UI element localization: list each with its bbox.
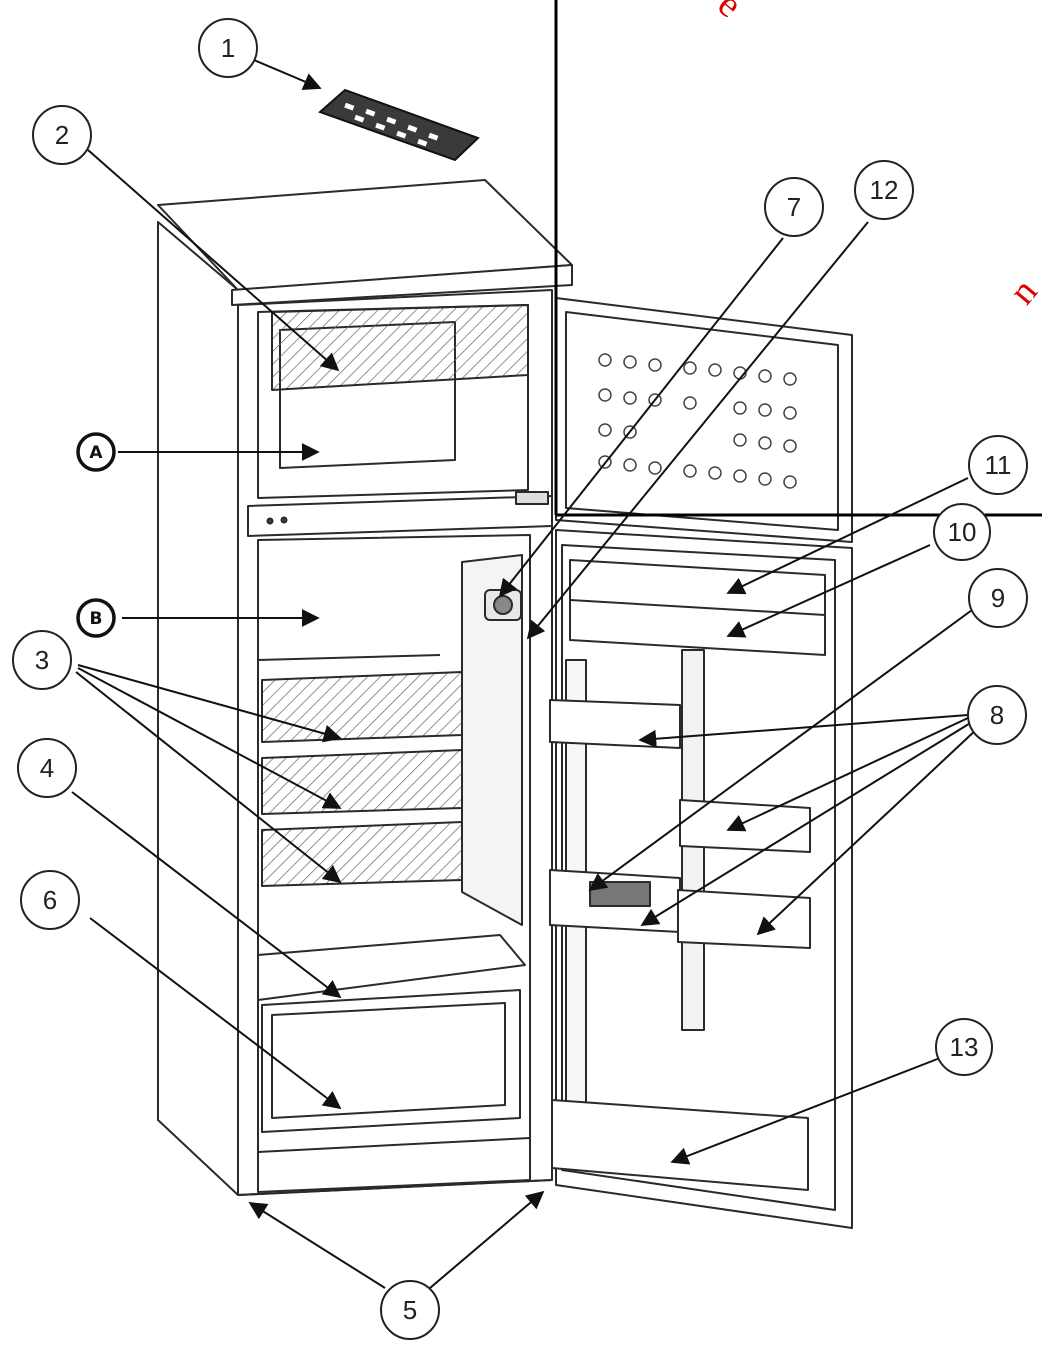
callout-circle bbox=[935, 1018, 993, 1076]
callout-circle bbox=[32, 105, 92, 165]
back-wall-line bbox=[257, 654, 441, 661]
door-shelf bbox=[677, 889, 811, 949]
leader-8c bbox=[640, 721, 973, 926]
leader-3c bbox=[75, 671, 342, 884]
fridge-body bbox=[157, 179, 573, 1196]
section-marker-B: B bbox=[76, 598, 116, 638]
leader-6 bbox=[89, 917, 342, 1110]
leader-8b bbox=[726, 717, 969, 832]
section-label: B bbox=[90, 609, 103, 629]
callout-6: 6 bbox=[20, 870, 80, 930]
callout-label: 6 bbox=[43, 885, 57, 915]
callout-label: 9 bbox=[991, 583, 1005, 613]
callout-1: 1 bbox=[198, 18, 258, 78]
watermark-fragment-top: e bbox=[710, 0, 750, 26]
callout-11: 11 bbox=[968, 435, 1028, 495]
callout-circle bbox=[968, 435, 1028, 495]
leader-4 bbox=[71, 791, 342, 999]
leader-10 bbox=[726, 544, 931, 638]
callout-label: 12 bbox=[870, 175, 899, 205]
leader-11 bbox=[726, 477, 969, 595]
callout-label: 11 bbox=[985, 450, 1012, 480]
control-knob bbox=[280, 516, 288, 524]
callout-circle bbox=[933, 503, 991, 561]
section-markers: AB bbox=[76, 432, 116, 638]
callout-circle bbox=[967, 685, 1027, 745]
leader-1 bbox=[253, 59, 322, 90]
callout-3: 3 bbox=[12, 630, 72, 690]
callout-circle bbox=[20, 870, 80, 930]
callout-4: 4 bbox=[17, 738, 77, 798]
freezer-door bbox=[555, 297, 853, 543]
callout-2: 2 bbox=[32, 105, 92, 165]
glass-shelf bbox=[261, 821, 463, 887]
callout-7: 7 bbox=[764, 177, 824, 237]
fridge-base-line bbox=[237, 1179, 553, 1196]
callout-13: 13 bbox=[935, 1018, 993, 1076]
door-hinge bbox=[515, 491, 549, 505]
callout-label: 2 bbox=[55, 120, 69, 150]
callout-circle bbox=[17, 738, 77, 798]
leader-3b bbox=[77, 667, 342, 809]
leader-2 bbox=[87, 149, 340, 372]
glass-shelf bbox=[261, 671, 463, 743]
callout-circle bbox=[12, 630, 72, 690]
callout-label: 8 bbox=[990, 700, 1004, 730]
freezer-shelf bbox=[271, 304, 529, 391]
callout-circle bbox=[968, 568, 1028, 628]
leader-7 bbox=[498, 237, 784, 598]
leader-lines bbox=[71, 59, 979, 1289]
leader-13 bbox=[670, 1057, 941, 1165]
leader-8d bbox=[756, 727, 979, 936]
freezer-door-dimples bbox=[598, 353, 797, 489]
thermostat-knob bbox=[484, 589, 522, 621]
callout-12: 12 bbox=[854, 160, 914, 220]
callout-circle bbox=[764, 177, 824, 237]
section-circle bbox=[76, 598, 116, 638]
leader-9 bbox=[588, 609, 973, 892]
egg-tray-insert bbox=[589, 881, 651, 907]
callout-label: 5 bbox=[403, 1295, 417, 1325]
fridge-door-inner bbox=[561, 544, 836, 1211]
callout-label: 4 bbox=[40, 753, 54, 783]
callout-label: 3 bbox=[35, 645, 49, 675]
fridge-side-panel bbox=[157, 221, 239, 1196]
leader-8a bbox=[638, 714, 969, 748]
door-shelf bbox=[549, 699, 681, 749]
ice-tray bbox=[318, 88, 480, 162]
callout-5: 5 bbox=[380, 1280, 440, 1340]
fridge-top-edge bbox=[231, 264, 573, 306]
callout-label: 1 bbox=[221, 33, 235, 63]
callout-label: 13 bbox=[950, 1032, 979, 1062]
fridge-bottom bbox=[257, 1137, 531, 1193]
section-label: A bbox=[89, 443, 103, 463]
callout-circle bbox=[198, 18, 258, 78]
callout-10: 10 bbox=[933, 503, 991, 561]
callout-9: 9 bbox=[968, 568, 1028, 628]
callout-circle bbox=[380, 1280, 440, 1340]
callout-8: 8 bbox=[967, 685, 1027, 745]
callout-label: 7 bbox=[787, 192, 801, 222]
callout-circle bbox=[854, 160, 914, 220]
fridge-door bbox=[549, 297, 853, 1229]
freezer-door-panel bbox=[565, 311, 839, 531]
door-shelf-small bbox=[679, 799, 811, 853]
leader-12 bbox=[526, 221, 869, 640]
callout-label: 10 bbox=[948, 517, 977, 547]
bottle-shelf bbox=[551, 1099, 809, 1191]
section-marker-A: A bbox=[76, 432, 116, 472]
crisper-drawer-front bbox=[271, 1002, 506, 1119]
watermark-fragment-right: n bbox=[1001, 271, 1042, 313]
leader-5a bbox=[248, 1202, 386, 1289]
section-circle bbox=[76, 432, 116, 472]
leader-5b bbox=[429, 1190, 545, 1289]
shelf-rail bbox=[461, 554, 523, 926]
divider-strip bbox=[247, 495, 553, 537]
control-knob bbox=[266, 517, 274, 525]
leader-3a bbox=[77, 664, 342, 743]
